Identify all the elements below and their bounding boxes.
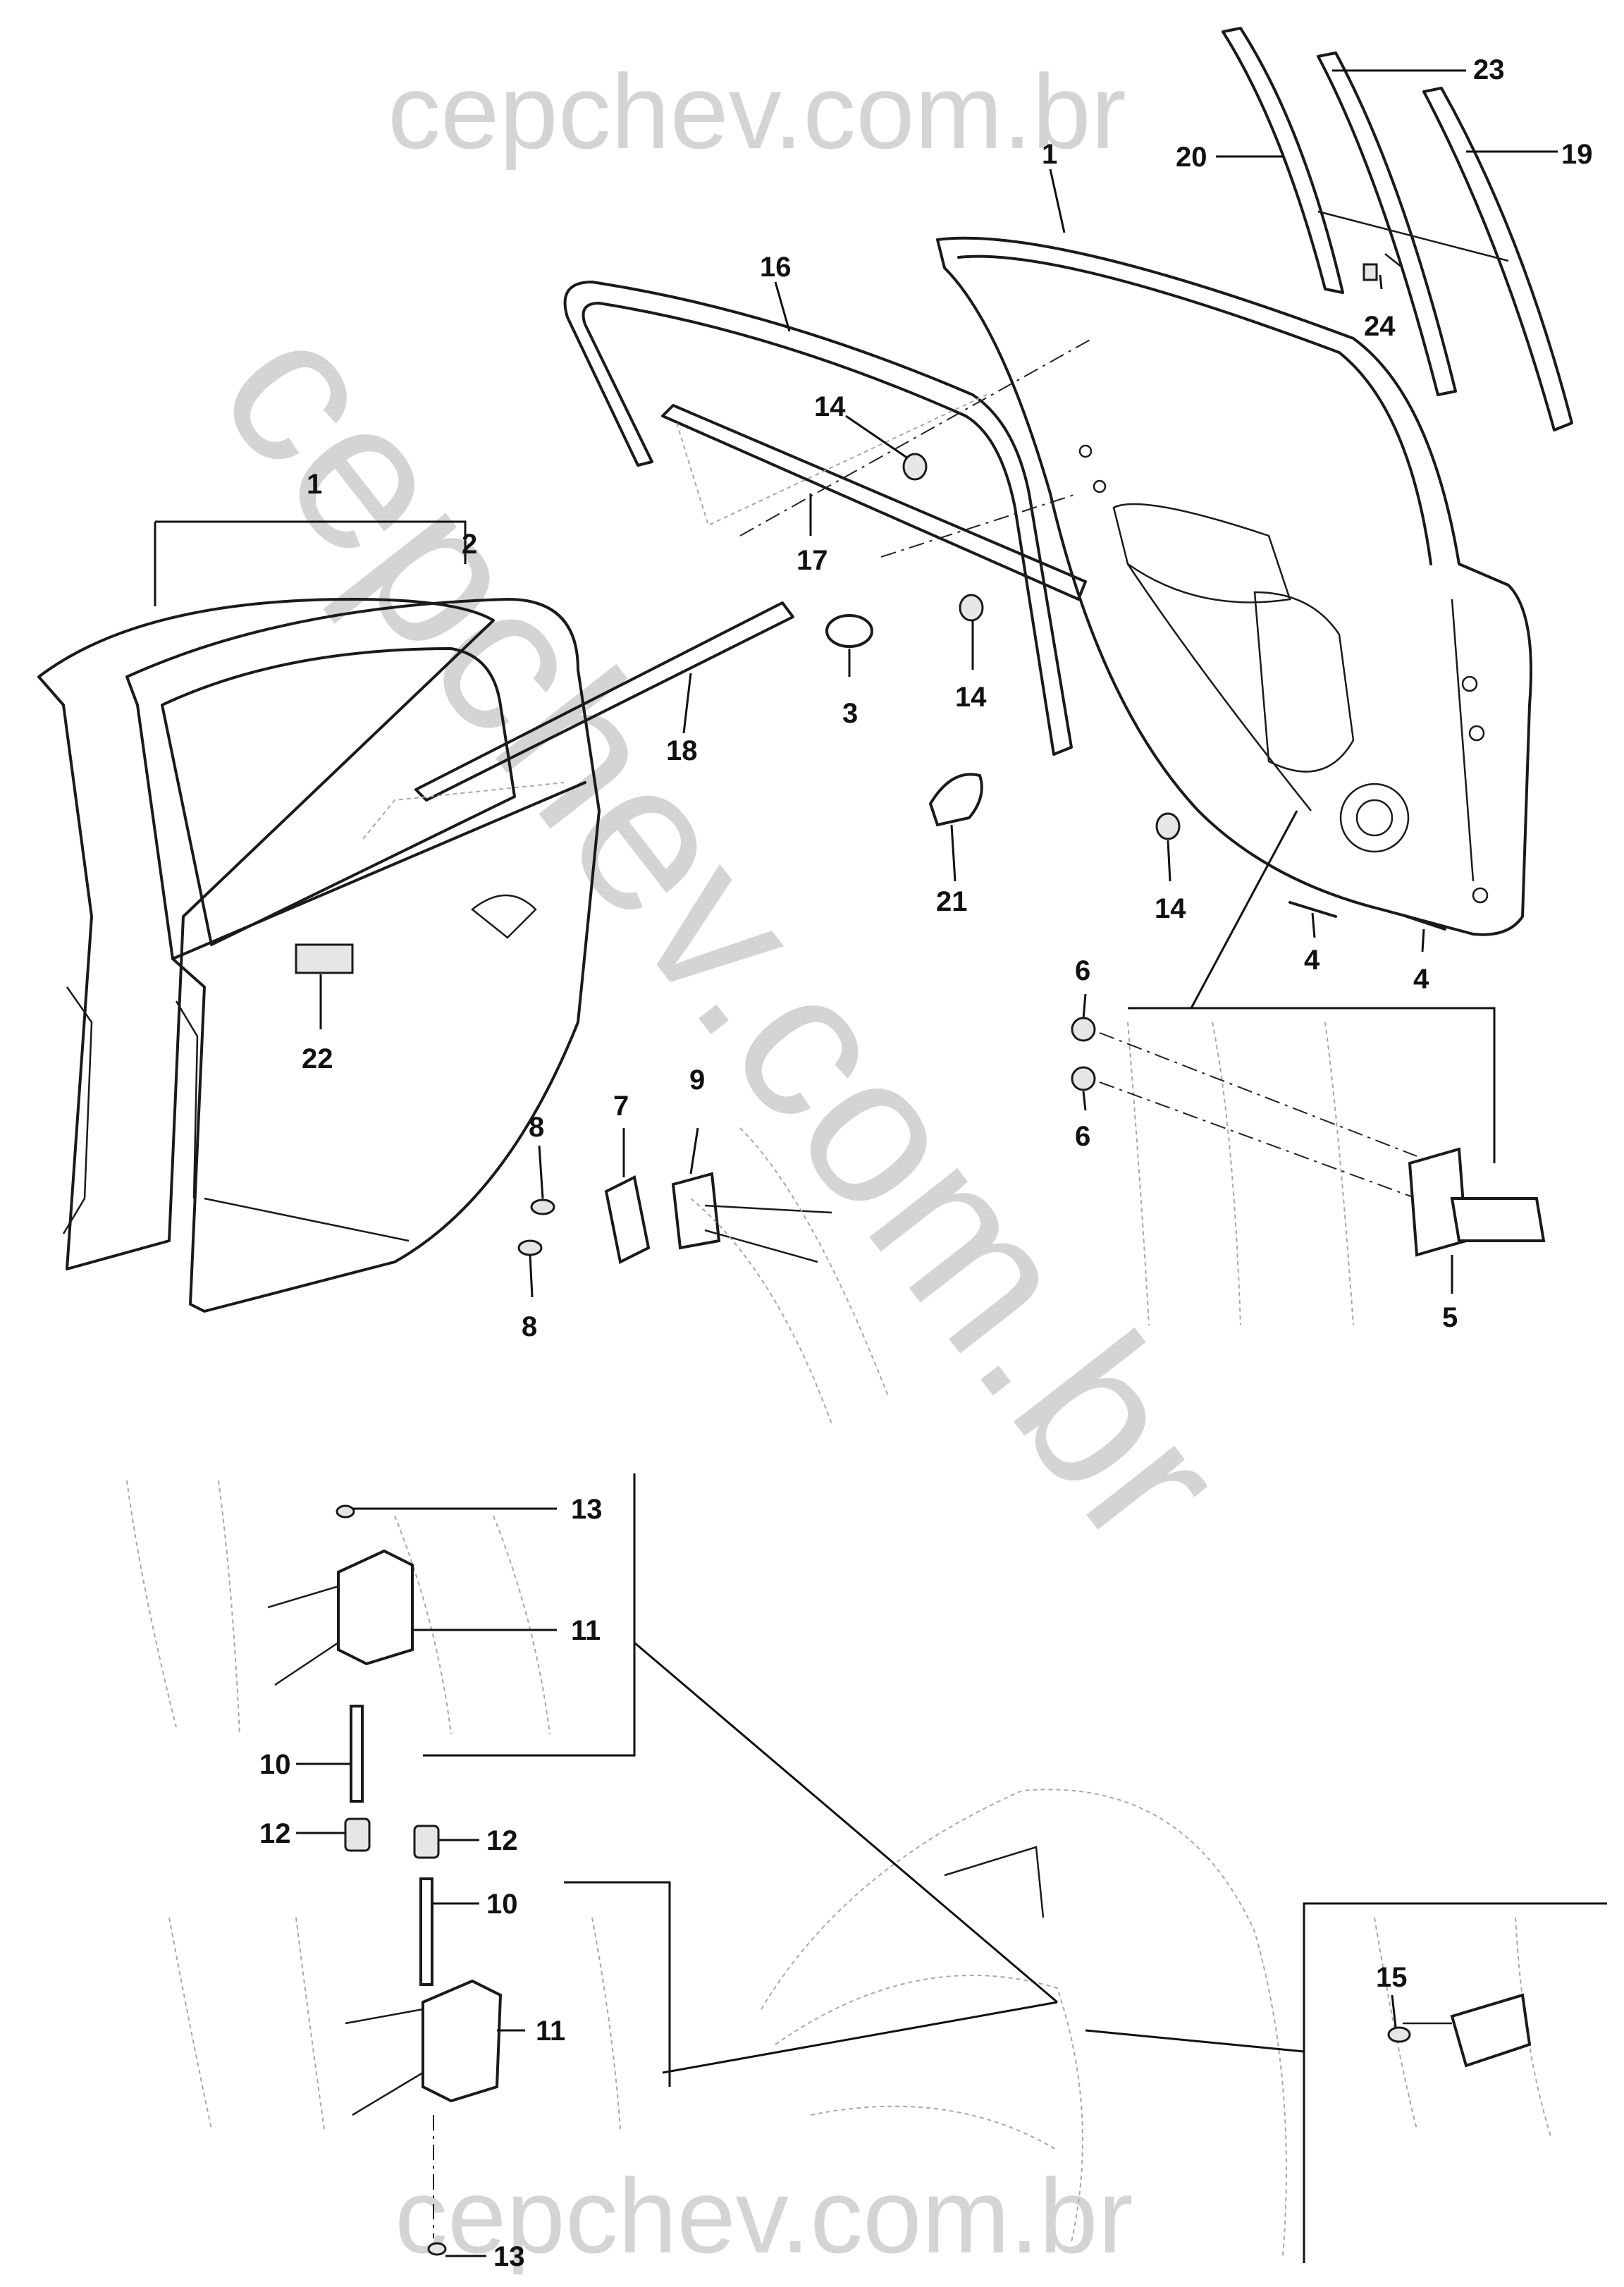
callout-10-a: 10: [259, 1749, 291, 1780]
callout-17: 17: [796, 545, 828, 576]
callout-13-b: 13: [493, 2241, 525, 2272]
watermark-bottom: cepchev.com.br: [395, 2157, 1133, 2275]
watermark-top: cepchev.com.br: [388, 52, 1126, 171]
callout-9: 9: [689, 1065, 705, 1096]
callout-18: 18: [666, 735, 698, 766]
small-fasteners: [825, 453, 1446, 931]
callout-11-a: 11: [571, 1615, 601, 1646]
callout-12-b: 12: [486, 1825, 518, 1856]
callout-6-b: 6: [1075, 1121, 1090, 1152]
callout-1-left: 1: [307, 469, 322, 500]
door-shell: [936, 236, 1532, 936]
callout-23: 23: [1473, 54, 1505, 85]
upper-hinge-inset: [126, 1473, 636, 1852]
callout-14-c: 14: [1155, 893, 1186, 924]
watermark-diagonal: cepchev.com.br: [175, 277, 1272, 1588]
lower-hinge-inset: [168, 1825, 671, 2256]
callout-1-top: 1: [1042, 139, 1057, 170]
callout-24: 24: [1364, 311, 1396, 342]
callout-5: 5: [1442, 1302, 1458, 1333]
callout-8-b: 8: [522, 1311, 537, 1342]
callout-16: 16: [760, 252, 792, 283]
callout-12-a: 12: [259, 1818, 291, 1849]
callout-6-a: 6: [1075, 955, 1090, 986]
door-check-inset: [1071, 810, 1546, 1326]
callout-7: 7: [613, 1091, 629, 1122]
callout-labels: 23 20 19 1 16 24 14 1 2 17 3 14 18 21 14…: [259, 54, 1593, 2272]
callout-14-b: 14: [955, 682, 987, 713]
callout-3: 3: [842, 698, 858, 729]
callout-4-b: 4: [1413, 964, 1429, 995]
callout-13-a: 13: [571, 1494, 603, 1525]
callout-4-a: 4: [1304, 945, 1320, 976]
callout-20: 20: [1176, 142, 1207, 173]
glass-run-channels: [1222, 27, 1573, 431]
latch-striker: [517, 1127, 889, 1425]
callout-22: 22: [302, 1043, 333, 1074]
callout-21: 21: [936, 886, 968, 917]
callout-2: 2: [462, 529, 477, 560]
leader-lines: [154, 69, 1558, 2257]
callout-10-b: 10: [486, 1889, 518, 1920]
callout-11-b: 11: [536, 2016, 565, 2047]
callout-15: 15: [1376, 1962, 1408, 1993]
body-overview: [634, 1641, 1607, 2263]
front-door-assembly: [37, 598, 601, 1313]
callout-14-a: 14: [814, 391, 846, 422]
callout-8-a: 8: [529, 1112, 544, 1143]
callout-19: 19: [1561, 139, 1593, 170]
